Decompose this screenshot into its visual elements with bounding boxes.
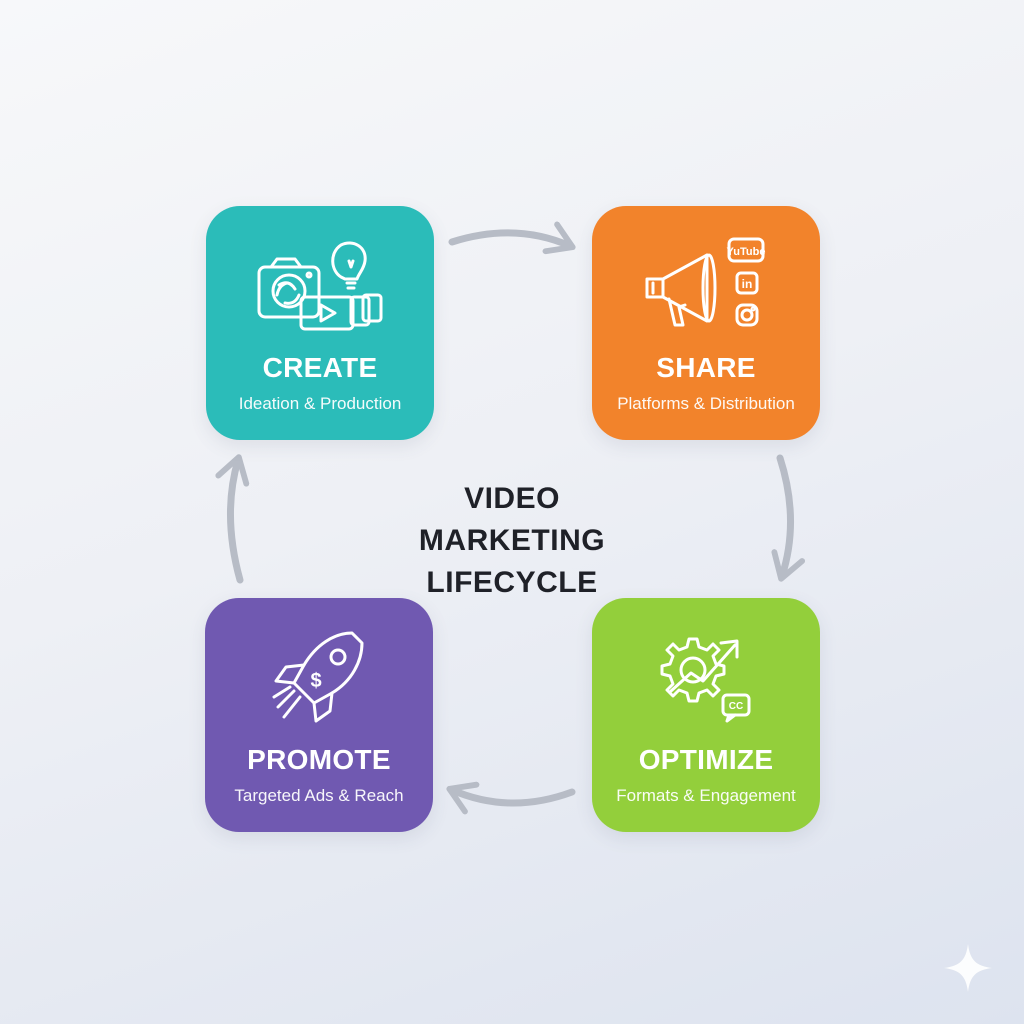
trend-arrow-icon: [669, 639, 739, 693]
gear-icon: [660, 637, 726, 703]
share-icon-group: YuTube in: [592, 224, 820, 342]
stage-card-share: YuTube in SHARE Platforms & Distribution: [592, 206, 820, 440]
video-play-icon: [299, 293, 383, 331]
arrow-promote-to-create: [215, 454, 250, 584]
create-icon-group: [206, 224, 434, 342]
stage-title-create: CREATE: [262, 352, 378, 383]
center-title-line-2: MARKETING: [418, 524, 606, 557]
stage-card-promote: $ PROMOTE Targeted Ads & Reach: [205, 598, 433, 832]
closed-caption-icon: CC: [721, 693, 751, 723]
svg-text:$: $: [310, 670, 321, 692]
stage-card-create: CREATE Ideation & Production: [206, 206, 434, 440]
sparkle-icon: [944, 944, 992, 992]
arrow-create-to-share: [448, 221, 576, 255]
arrow-share-to-optimize: [771, 454, 806, 582]
youtube-icon: YuTube: [727, 237, 766, 263]
instagram-icon: [735, 303, 759, 327]
stage-title-optimize: OPTIMIZE: [638, 744, 774, 775]
lightbulb-icon: [331, 241, 367, 290]
center-title-line-3: LIFECYCLE: [426, 566, 598, 599]
camera-icon: [257, 257, 321, 319]
optimize-icon-group: CC: [592, 616, 820, 734]
stage-title-promote: PROMOTE: [247, 744, 391, 775]
svg-text:CC: CC: [729, 701, 743, 712]
promote-icon-group: $: [205, 616, 433, 734]
dollar-icon: $: [310, 670, 321, 692]
stage-subtitle-share: Platforms & Distribution: [617, 394, 795, 413]
stage-card-optimize: CC OPTIMIZE Formats & Engagement: [592, 598, 820, 832]
center-title: VIDEO MARKETING LIFECYCLE: [372, 478, 652, 604]
svg-text:YuTube: YuTube: [727, 246, 766, 258]
svg-text:in: in: [742, 277, 753, 291]
rocket-icon: [272, 631, 364, 723]
stage-subtitle-promote: Targeted Ads & Reach: [234, 786, 404, 805]
linkedin-icon: in: [735, 271, 759, 295]
stage-subtitle-create: Ideation & Production: [238, 394, 402, 413]
center-title-line-1: VIDEO: [464, 482, 560, 515]
stage-title-share: SHARE: [656, 352, 756, 383]
arrow-optimize-to-promote: [446, 781, 576, 815]
megaphone-icon: [645, 253, 717, 327]
stage-subtitle-optimize: Formats & Engagement: [616, 786, 796, 805]
